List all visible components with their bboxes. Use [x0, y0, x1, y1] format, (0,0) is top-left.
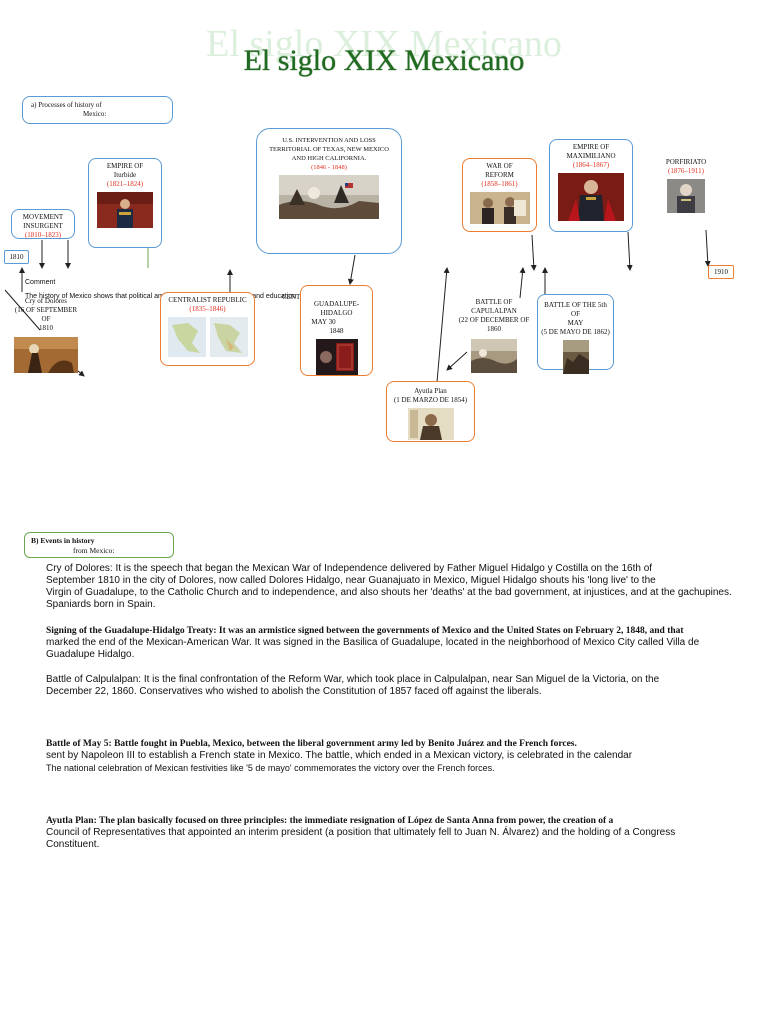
may5-battle-image [562, 340, 589, 374]
line-dolores [4, 289, 41, 331]
porfirio-portrait-image [667, 179, 705, 213]
card-battle-capulalpan: BATTLE OF CAPULALPAN (22 OF DECEMBER OF … [452, 298, 536, 373]
year-tag-1810: 1810 [4, 250, 29, 264]
treaty-document-image [315, 339, 358, 375]
capulalpan-battle-image [471, 339, 517, 373]
arrow-us [347, 254, 356, 285]
maximiliano-portrait-image [558, 173, 624, 221]
card-movement-insurgent: MOVEMENT INSURGENT (1810–1823) [11, 209, 75, 239]
ayutla-portrait-image [407, 408, 454, 440]
card-war-of-reform: WAR OF REFORM (1858–1861) [462, 158, 537, 232]
arrow-capulalpan [519, 267, 526, 299]
event-battle-may-5: Battle of May 5: Battle fought in Puebla… [46, 739, 633, 773]
timeline-arrows [4, 229, 711, 383]
section-a-header: a) Processes of history of Mexico: [22, 96, 173, 124]
arrow-porfiriato [704, 229, 711, 267]
event-cry-of-dolores: Cry of Dolores: It is the speech that be… [46, 563, 732, 610]
war-reform-image [469, 192, 530, 224]
card-guadalupe-hidalgo: GUADALUPE- HIDALGO MAY 30 1848 [300, 285, 373, 376]
page-title: El siglo XIX Mexicano [243, 44, 525, 77]
card-cry-of-dolores: Cry of Dolores (16 OF SEPTEMBER OF 1810 [10, 297, 82, 373]
card-centralist-republic: CENTRALIST REPUBLIC (1835–1846) [160, 292, 255, 366]
centralist-maps-image [167, 317, 248, 357]
dolores-scene-image [14, 337, 78, 373]
card-empire-iturbide: EMPIRE OF Iturbide (1821–1824) [88, 158, 162, 248]
arrow-ayutla [436, 267, 450, 383]
event-battle-calpulalpan: Battle of Calpulalpan: It is the final c… [46, 674, 660, 697]
arrow-capulalpan-ayutla [446, 351, 468, 371]
iturbide-portrait-image [97, 192, 153, 228]
event-ayutla-plan: Ayutla Plan: The plan basically focused … [46, 816, 676, 850]
card-empire-maximiliano: EMPIRE OF MAXIMILIANO (1864–1867) [549, 139, 633, 232]
card-ayutla-plan: Ayutla Plan (1 DE MARZO DE 1854) [386, 381, 475, 442]
arrow-maximiliano [626, 231, 633, 271]
card-us-intervention: U.S. INTERVENTION AND LOSS TERRITORIAL O… [256, 128, 402, 254]
us-battle-image [279, 175, 379, 219]
card-battle-5-may: BATTLE OF THE 5th OF MAY (5 DE MAYO DE 1… [537, 294, 614, 374]
title-shadow: El siglo XIX Mexicano [206, 23, 562, 65]
year-tag-1910: 1910 [708, 265, 734, 279]
comment-label: Comment [25, 279, 56, 286]
card-porfiriato: PORFIRIATO (1876–1911) [658, 158, 714, 213]
section-b-header: B) Events in history from Mexico: [24, 532, 174, 558]
event-guadalupe-hidalgo-treaty: Signing of the Guadalupe-Hidalgo Treaty:… [46, 626, 700, 660]
arrow-reform [530, 234, 537, 271]
